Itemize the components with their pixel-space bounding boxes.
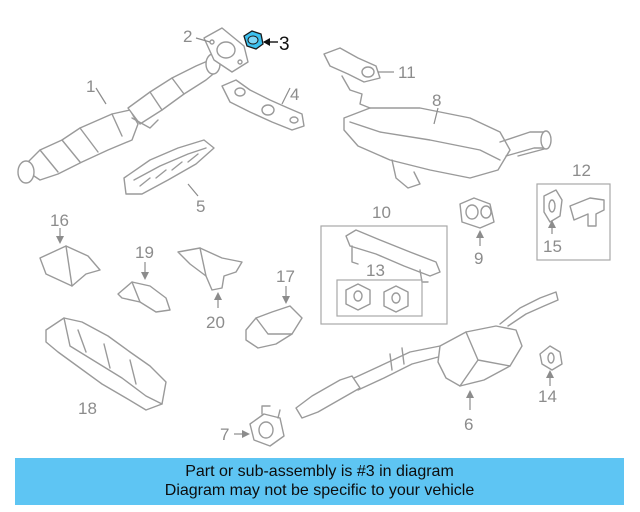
callout-20: 20 — [206, 313, 225, 332]
part-6-center-muffler[interactable] — [295, 291, 559, 419]
part-14-mount[interactable] — [539, 345, 563, 371]
callout-19: 19 — [135, 243, 154, 262]
part-19-shield[interactable] — [117, 281, 171, 313]
callout-11: 11 — [398, 63, 416, 82]
part-11-hanger-bracket[interactable] — [323, 47, 381, 109]
callout-1: 1 — [86, 77, 95, 96]
part-7-clamp[interactable] — [249, 405, 285, 447]
part-2-gasket[interactable] — [203, 27, 249, 73]
part-3-nut-highlighted[interactable] — [243, 30, 264, 50]
part-13-mount-left[interactable] — [345, 283, 371, 311]
callout-13: 13 — [366, 261, 385, 280]
leader-2 — [195, 37, 211, 43]
callout-15: 15 — [543, 237, 562, 256]
part-20-shield[interactable] — [177, 247, 243, 291]
leader-1 — [95, 87, 107, 105]
part-17-shield[interactable] — [245, 305, 303, 349]
callout-14: 14 — [538, 387, 557, 406]
callout-6: 6 — [464, 415, 473, 434]
part-16-shield[interactable] — [39, 245, 101, 287]
leader-5 — [187, 183, 199, 197]
part-8-rear-muffler[interactable] — [343, 107, 552, 189]
banner-line-2: Diagram may not be specific to your vehi… — [164, 482, 475, 499]
callout-16: 16 — [50, 211, 69, 230]
part-13-mount-right[interactable] — [383, 285, 409, 313]
callout-12: 12 — [572, 161, 591, 180]
callout-10: 10 — [372, 203, 391, 222]
callout-18: 18 — [78, 399, 97, 418]
leader-4 — [281, 87, 291, 105]
part-15-rubber-hanger[interactable] — [543, 189, 563, 223]
group-box-10 — [320, 225, 448, 325]
part-1-catalytic-converter[interactable] — [17, 47, 223, 184]
callout-5: 5 — [196, 197, 205, 216]
part-10-bracket[interactable] — [345, 229, 441, 283]
callout-8: 8 — [432, 91, 441, 110]
part-4-bracket[interactable] — [221, 79, 305, 131]
group-box-13 — [336, 279, 423, 317]
callout-4: 4 — [290, 85, 299, 104]
callout-9: 9 — [474, 249, 483, 268]
callout-17: 17 — [276, 267, 295, 286]
part-9-rubber-mount[interactable] — [459, 197, 495, 229]
info-banner: Part or sub-assembly is #3 in diagram Di… — [15, 458, 624, 505]
group-box-12 — [536, 183, 611, 261]
callout-3: 3 — [279, 34, 290, 55]
callout-7: 7 — [220, 425, 229, 444]
callout-2: 2 — [183, 27, 192, 46]
part-12-bracket[interactable] — [569, 197, 605, 227]
banner-line-1: Part or sub-assembly is #3 in diagram — [185, 463, 454, 480]
leader-8 — [433, 107, 439, 125]
part-5-heat-shield[interactable] — [123, 139, 215, 195]
part-18-underbody-shield[interactable] — [45, 317, 167, 411]
